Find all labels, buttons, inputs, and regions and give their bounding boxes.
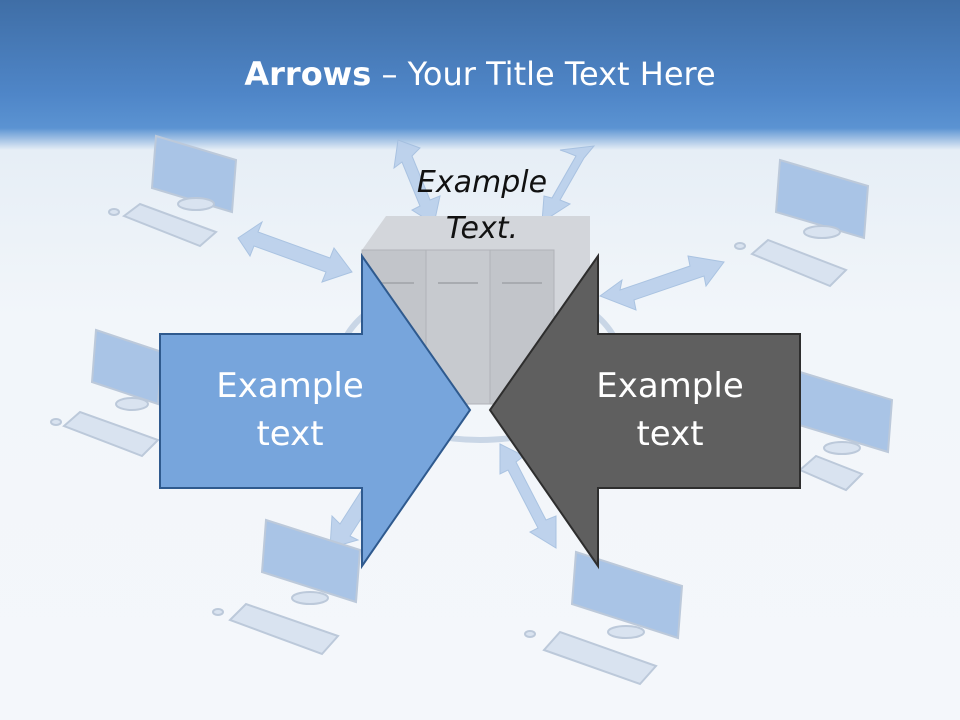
center-example-text: Example Text. — [382, 160, 582, 252]
left-arrow-shape[interactable] — [159, 252, 472, 570]
right-arrow-label-line-2: text — [636, 414, 704, 454]
computer-icon — [50, 328, 164, 458]
slide-title: Arrows – Your Title Text Here — [0, 52, 960, 96]
connector-arrow-top-left — [237, 220, 353, 283]
computer-icon — [212, 518, 362, 656]
right-arrow-label: Example text — [560, 362, 780, 458]
computer-icon — [108, 134, 238, 248]
title-rest: Your Title Text Here — [407, 55, 716, 93]
computer-icon — [734, 158, 870, 288]
right-arrow-shape[interactable] — [488, 252, 801, 570]
center-text-line-2: Text. — [445, 211, 519, 246]
right-arrow-label-line-1: Example — [596, 366, 744, 406]
left-arrow-label-line-1: Example — [216, 366, 364, 406]
connector-arrow-bottom-right — [499, 443, 557, 549]
title-dash: – — [371, 55, 408, 93]
computer-icon — [524, 550, 684, 686]
left-arrow-label-line-2: text — [256, 414, 324, 454]
computer-icon — [794, 370, 894, 492]
title-emphasis: Arrows — [244, 55, 372, 93]
center-text-line-1: Example — [416, 165, 548, 200]
left-arrow-label: Example text — [180, 362, 400, 458]
connector-arrow-right — [598, 255, 725, 311]
